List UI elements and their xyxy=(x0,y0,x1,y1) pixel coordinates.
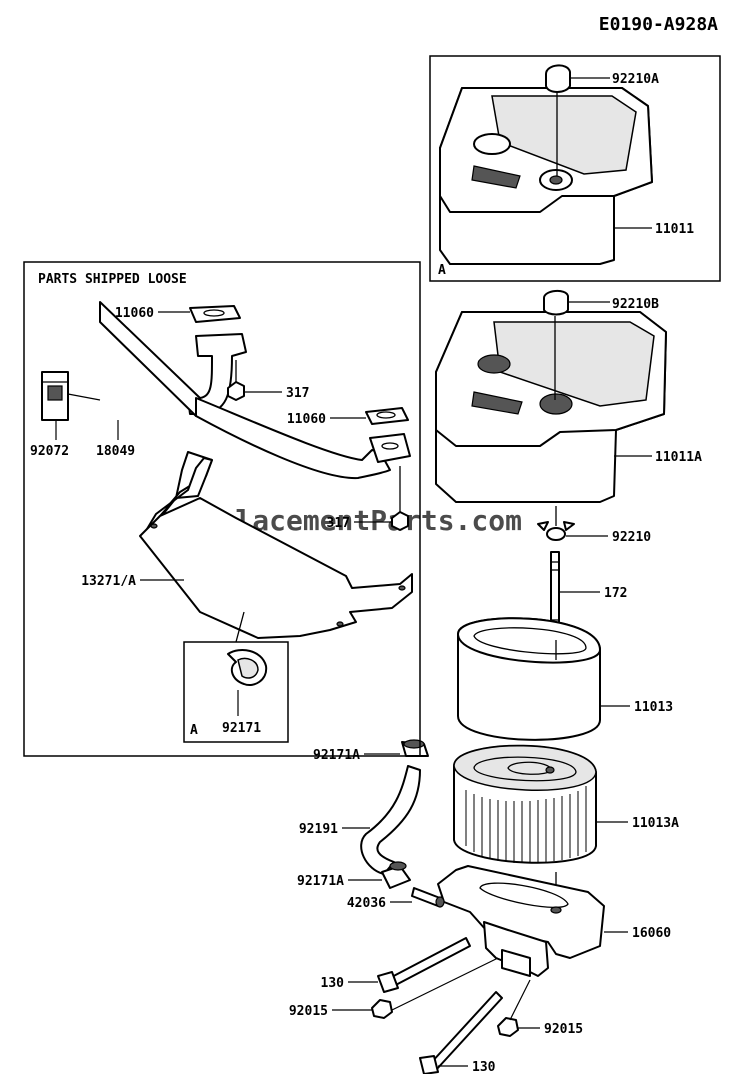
label-11011A: 11011A xyxy=(655,450,702,465)
pre-cleaner-11013 xyxy=(457,617,601,741)
label-11060-mid: 11060 xyxy=(287,412,326,427)
callout-box-a-label: A xyxy=(438,263,446,278)
gasket-11060-top xyxy=(189,305,241,323)
parts-shipped-loose-title: PARTS SHIPPED LOOSE xyxy=(38,272,187,287)
knob-92210A xyxy=(545,64,571,93)
parts-shipped-loose-box xyxy=(23,261,421,757)
label-42036: 42036 xyxy=(347,896,386,911)
clamp-92171A-top xyxy=(401,739,429,757)
diagram-id: E0190-A928A xyxy=(599,14,718,35)
label-11011: 11011 xyxy=(655,222,694,237)
bolt-130-bottom xyxy=(419,991,503,1074)
label-172: 172 xyxy=(604,586,627,601)
label-92210: 92210 xyxy=(612,530,651,545)
cap-92072 xyxy=(41,371,69,421)
label-92015-left: 92015 xyxy=(289,1004,328,1019)
clamp-92171A-bottom xyxy=(381,861,411,889)
label-92015-right: 92015 xyxy=(544,1022,583,1037)
label-13271A: 13271/A xyxy=(81,574,136,589)
label-92210A: 92210A xyxy=(612,72,659,87)
exhaust-pipe-18049 xyxy=(99,301,411,480)
gasket-11060-mid xyxy=(365,407,409,425)
label-16060: 16060 xyxy=(632,926,671,941)
label-92191: 92191 xyxy=(299,822,338,837)
clamp-92171 xyxy=(227,649,268,686)
heat-shield-13271A xyxy=(139,451,413,639)
air-cleaner-base-16060 xyxy=(437,865,605,977)
label-92210B: 92210B xyxy=(612,297,659,312)
label-18049: 18049 xyxy=(96,444,135,459)
label-92171: 92171 xyxy=(222,721,261,736)
air-cleaner-cover-11011 xyxy=(439,87,653,265)
bolt-130-top xyxy=(377,937,471,993)
label-130-top: 130 xyxy=(321,976,345,991)
knob-92210B xyxy=(543,290,569,316)
label-92072: 92072 xyxy=(30,444,69,459)
label-11060-top: 11060 xyxy=(115,306,154,321)
callout-box-a-sub-label: A xyxy=(190,723,198,738)
label-317-top: 317 xyxy=(286,386,309,401)
air-filter-element-11013A xyxy=(453,744,597,864)
label-317-mid: 317 xyxy=(327,516,350,531)
label-11013A: 11013A xyxy=(632,816,679,831)
label-11013: 11013 xyxy=(634,700,673,715)
label-130-bottom: 130 xyxy=(472,1060,496,1074)
air-cleaner-cover-11011A xyxy=(435,311,667,503)
label-92171A-bottom: 92171A xyxy=(297,874,344,889)
nut-92015-right xyxy=(497,1017,519,1037)
callout-box-a xyxy=(429,55,721,282)
fitting-42036 xyxy=(411,887,445,908)
nut-92015-left xyxy=(371,999,393,1019)
hose-92191 xyxy=(360,765,421,875)
wing-nut-92210 xyxy=(537,521,575,541)
